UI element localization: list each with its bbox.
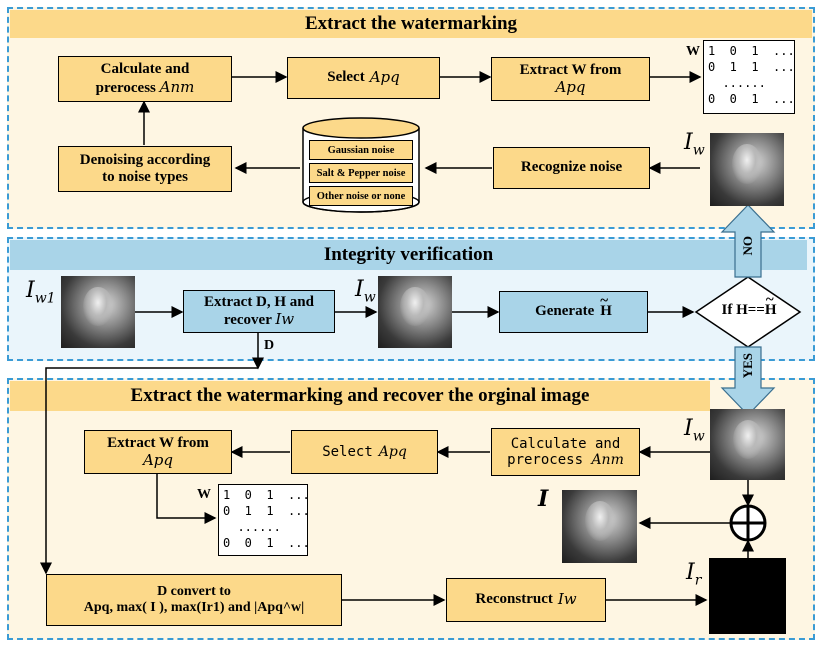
- dconvert-line1: D convert to: [157, 583, 231, 599]
- reconstruct-label: Reconstruct: [475, 591, 553, 608]
- extract-w-box: Extract W from Apq: [491, 57, 650, 101]
- yes-label: YES: [740, 353, 755, 379]
- recognize-label: Recognize noise: [520, 159, 623, 176]
- bottom-select-apq: Apq: [378, 443, 407, 460]
- bottom-watermark-matrix: 1 0 1 ... 0 1 1 ... ...... 0 0 1 ...: [218, 484, 310, 556]
- bottom-calc-line1: Calculate and: [510, 435, 621, 452]
- bottom-calc-line2: prerocess: [507, 452, 583, 468]
- select-apq-box: Select Apq: [287, 57, 440, 99]
- iw-bottom-label: Iw: [684, 416, 705, 445]
- image-iw-mid: [378, 276, 452, 348]
- bottom-extract-apq: Apq: [142, 451, 174, 469]
- extract-dh-line1: Extract D, H and: [204, 293, 314, 310]
- mid-section-title: Integrity verification: [10, 240, 807, 270]
- reconstruct-box: Reconstruct Iw: [446, 578, 606, 622]
- extract-d-h-box: Extract D, H and recover Iw: [183, 290, 335, 333]
- bottom-select-apq-box: Select Apq: [291, 430, 438, 474]
- noise-type-gaussian: Gaussian noise: [309, 140, 413, 160]
- bottom-section-title: Extract the watermarking and recover the…: [10, 381, 710, 411]
- bottom-extract-line1: Extract W from: [107, 434, 209, 451]
- noise-type-salt-pepper: Salt & Pepper noise: [309, 163, 413, 183]
- d-label: D: [264, 338, 275, 353]
- watermarked-image-bottom: [710, 409, 785, 480]
- residual-image: [709, 558, 786, 634]
- bottom-anm-var: Anm: [591, 452, 624, 468]
- h-tilde: H: [600, 303, 612, 320]
- calculate-preprocess-box: Calculate and prerocess Anm: [58, 56, 232, 102]
- reconstruct-iw: Iw: [557, 590, 577, 609]
- select-label: Select: [327, 69, 365, 86]
- image-iw1: [61, 276, 135, 348]
- calculate-line1: Calculate and: [100, 61, 190, 78]
- extract-line1: Extract W from: [519, 61, 622, 78]
- top-section-title: Extract the watermarking: [10, 10, 812, 38]
- bottom-extract-w-box: Extract W from Apq: [84, 430, 232, 474]
- bottom-select-label: Select: [322, 443, 373, 460]
- no-label: NO: [740, 236, 755, 256]
- extract-apq-var: Apq: [555, 78, 586, 96]
- iw-mid-label: Iw: [355, 277, 376, 306]
- watermarked-image-top: [710, 133, 784, 206]
- noise-database: Gaussian noise Salt & Pepper noise Other…: [303, 118, 419, 214]
- noise-type-other: Other noise or none: [309, 186, 413, 206]
- recognize-noise-box: Recognize noise: [493, 147, 650, 189]
- iw-top-label: Iw: [684, 130, 705, 159]
- denoising-box: Denoising according to noise types: [58, 146, 232, 192]
- ir-label: Ir: [686, 560, 702, 589]
- dconvert-line2: Apq, max( I ), max(Ir1) and |Apq^w|: [83, 600, 305, 615]
- extract-dh-line2: recover: [223, 312, 272, 328]
- calculate-line2: prerocess: [95, 79, 156, 96]
- bottom-calculate-box: Calculate and prerocess Anm: [491, 428, 640, 476]
- recovered-image: [562, 490, 637, 563]
- iw1-label: Iw1: [26, 278, 56, 307]
- bottom-matrix-w-label: W: [197, 487, 211, 502]
- apq-var: Apq: [369, 68, 400, 87]
- d-convert-box: D convert to Apq, max( I ), max(Ir1) and…: [46, 574, 342, 626]
- denoise-line2: to noise types: [102, 169, 188, 185]
- watermark-matrix: 1 0 1 ... 0 1 1 ... ...... 0 0 1 ...: [703, 40, 795, 114]
- denoise-line1: Denoising according: [79, 151, 211, 168]
- i-label: I: [538, 486, 549, 512]
- generate-h-box: Generate H~: [499, 291, 648, 333]
- recover-iw-var: Iw: [275, 310, 295, 328]
- matrix-w-label: W: [686, 44, 700, 59]
- generate-label: Generate: [535, 303, 595, 320]
- anm-var: Anm: [159, 77, 195, 96]
- decision-text: If H==H~: [721, 292, 777, 318]
